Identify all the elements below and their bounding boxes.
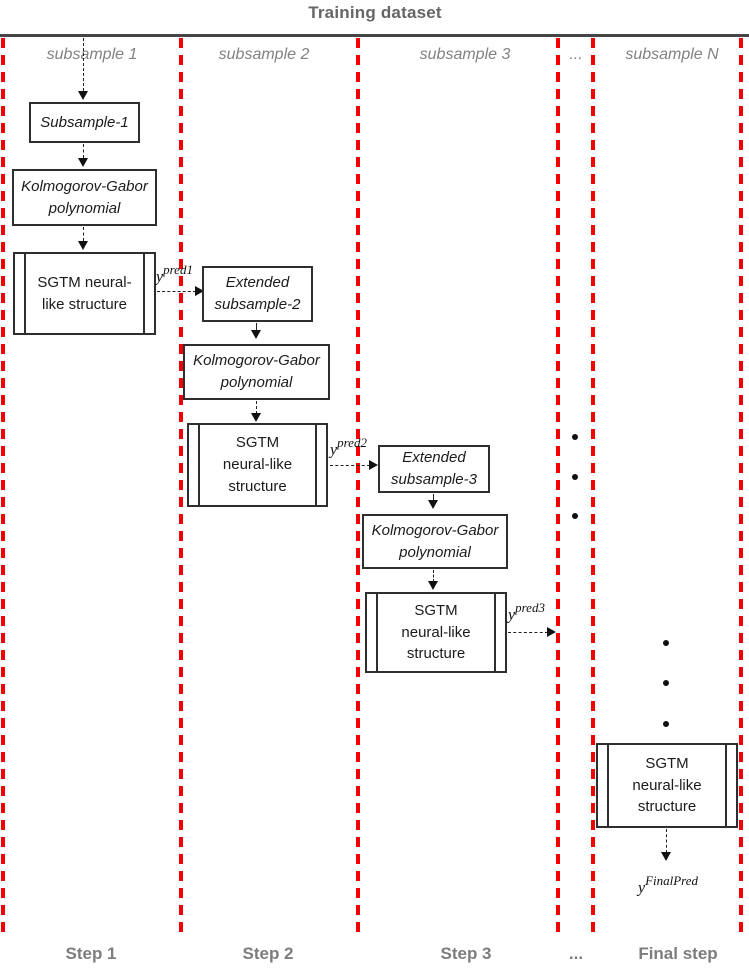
column-header-ellipsis: ... <box>569 46 583 63</box>
pred2-arrow-line <box>330 465 370 466</box>
final-step-label: Final step <box>638 944 718 963</box>
sgtm-inner-line <box>376 594 378 671</box>
sgtm-inner-line <box>143 254 145 333</box>
ellipsis-dot <box>663 640 669 646</box>
arrowhead-down-icon <box>78 241 88 250</box>
arrowhead-right-icon <box>369 460 378 470</box>
arrowhead-right-icon <box>547 627 556 637</box>
subsample-1-box: Subsample-1 <box>29 102 140 143</box>
divider-line-4 <box>556 38 560 935</box>
flow-arrow-line <box>256 323 257 331</box>
arrowhead-down-icon <box>78 158 88 167</box>
flow-arrow-line <box>433 570 434 582</box>
column-header-subsample-3: subsample 3 <box>419 46 511 63</box>
sgtm-inner-line <box>198 425 200 505</box>
sgtm-box-2: SGTM neural-like structure <box>187 423 328 507</box>
sgtm-inner-line <box>607 745 609 826</box>
sgtm-box-2-label: SGTM neural-like structure <box>222 434 293 495</box>
ellipsis-dot <box>572 434 578 440</box>
sgtm-box-1: SGTM neural-like structure <box>13 252 156 335</box>
pred3-label: ypred3 <box>508 600 545 624</box>
arrowhead-right-icon <box>195 286 204 296</box>
kolmogorov-gabor-box-1: Kolmogorov-Gabor polynomial <box>12 169 157 226</box>
arrowhead-down-icon <box>661 852 671 861</box>
sgtm-box-N: SGTM neural-like structure <box>596 743 738 828</box>
final-pred-label: yFinalPred <box>637 873 699 897</box>
sgtm-inner-line <box>315 425 317 505</box>
arrowhead-down-icon <box>428 500 438 509</box>
step-1-label: Step 1 <box>65 944 117 963</box>
ellipsis-dot <box>663 680 669 686</box>
extended-subsample-3-box: Extended subsample-3 <box>378 445 490 493</box>
divider-line-6 <box>739 38 743 935</box>
flow-arrow-line <box>83 227 84 241</box>
sgtm-inner-line <box>494 594 496 671</box>
training-dataset-rule <box>0 34 749 37</box>
ellipsis-dot <box>663 721 669 727</box>
kolmogorov-gabor-box-2: Kolmogorov-Gabor polynomial <box>183 344 330 400</box>
ellipsis-dot <box>572 474 578 480</box>
pred1-label: ypred1 <box>156 262 193 286</box>
column-header-subsample-N: subsample N <box>625 46 719 63</box>
flow-arrow-line <box>256 401 257 414</box>
kolmogorov-gabor-box-3: Kolmogorov-Gabor polynomial <box>362 514 508 569</box>
final-arrow-line <box>666 829 667 853</box>
flow-arrow-line <box>83 144 84 158</box>
divider-line-2 <box>179 38 183 935</box>
pred3-arrow-line <box>508 632 548 633</box>
ellipsis-dot <box>572 513 578 519</box>
arrowhead-down-icon <box>251 330 261 339</box>
arrowhead-down-icon <box>251 413 261 422</box>
sgtm-inner-line <box>24 254 26 333</box>
divider-line-5 <box>591 38 595 935</box>
sgtm-inner-line <box>725 745 727 826</box>
extended-subsample-2-box: Extended subsample-2 <box>202 266 313 322</box>
arrowhead-down-icon <box>428 581 438 590</box>
divider-line-1 <box>1 38 5 935</box>
pred1-arrow-line <box>157 291 196 292</box>
sgtm-box-3-label: SGTM neural-like structure <box>401 601 471 663</box>
diagram-title: Training dataset <box>308 3 442 22</box>
sgtm-box-1-label: SGTM neural-like structure <box>37 273 132 313</box>
flow-arrow-line <box>433 494 434 501</box>
step-2-label: Step 2 <box>242 944 294 963</box>
divider-line-3 <box>356 38 360 935</box>
arrowhead-down-icon <box>78 91 88 100</box>
sgtm-box-N-label: SGTM neural-like structure <box>632 754 702 816</box>
column-header-subsample-2: subsample 2 <box>218 46 310 63</box>
step-ellipsis: ... <box>568 944 584 963</box>
pred2-label: ypred2 <box>330 435 367 459</box>
column-header-subsample-1: subsample 1 <box>46 46 138 63</box>
sgtm-box-3: SGTM neural-like structure <box>365 592 507 673</box>
step-3-label: Step 3 <box>440 944 492 963</box>
flow-arrow-line <box>83 38 84 91</box>
